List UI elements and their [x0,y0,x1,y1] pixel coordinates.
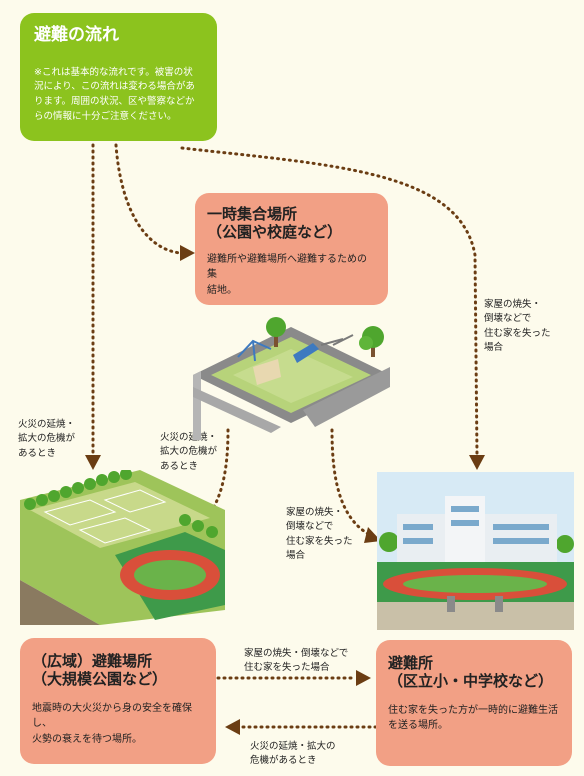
temp-site-title: 一時集合場所 （公園や校庭など） [207,205,343,242]
arrowhead-shelter [469,455,485,470]
shelter-box: 避難所 （区立小・中学校など） 住む家を失った方が一時的に避難生活 を送る場所。 [376,640,572,766]
label-fire-risk-far-left: 火災の延焼・ 拡大の危機が あるとき [18,419,76,459]
arrowhead-shelter-2 [364,527,381,543]
label-lost-home-right: 家屋の焼失・ 倒壊などで 住む家を失った 場合 [484,299,551,353]
large-park-trees [24,470,218,538]
arrowhead-tempsite [180,245,195,261]
arrow-tempsite-to-shelter [330,428,374,538]
flow-header-box: 避難の流れ ※これは基本的な流れです。被害の状 況により、この流れは変わる場合が… [20,13,217,141]
school-illustration [377,472,574,630]
wide-area-title: （広域）避難場所 （大規模公園など） [32,652,168,689]
wide-area-description: 地震時の大火災から身の安全を確保し、 火勢の衰えを待つ場所。 [32,702,192,745]
arrowhead-left [225,719,240,735]
park-trees [266,317,384,357]
shelter-description: 住む家を失った方が一時的に避難生活 を送る場所。 [388,704,558,732]
shelter-title: 避難所 （区立小・中学校など） [388,654,554,691]
arrow-main-to-tempsite [114,143,182,255]
label-fire-risk-bottom: 火災の延焼・拡大の 危機があるとき [250,741,336,767]
temporary-gathering-site-box: 一時集合場所 （公園や校庭など） 避難所や避難場所へ避難するための集 結地。 [195,193,388,305]
large-park-illustration [20,470,225,625]
arrow-tempsite-to-widearea [203,428,230,522]
label-lost-home-bottom: 家屋の焼失・倒壊などで 住む家を失った場合 [244,648,349,674]
arrowhead-widearea [85,455,101,470]
wide-area-evacuation-site-box: （広域）避難場所 （大規模公園など） 地震時の大火災から身の安全を確保し、 火勢… [20,638,216,764]
caution-note: ※これは基本的な流れです。被害の状 況により、この流れは変わる場合があ ります。… [34,66,195,122]
page-title: 避難の流れ [34,25,119,45]
park-illustration [193,317,390,440]
label-fire-risk-mid-left: 火災の延焼・ 拡大の危機が あるとき [160,432,218,472]
arrowhead-right [356,670,371,686]
arrow-main-to-shelter [180,146,479,457]
label-lost-home-mid-right: 家屋の焼失・ 倒壊などで 住む家を失った 場合 [286,507,353,561]
temp-site-description: 避難所や避難場所へ避難するための集 結地。 [207,253,367,296]
